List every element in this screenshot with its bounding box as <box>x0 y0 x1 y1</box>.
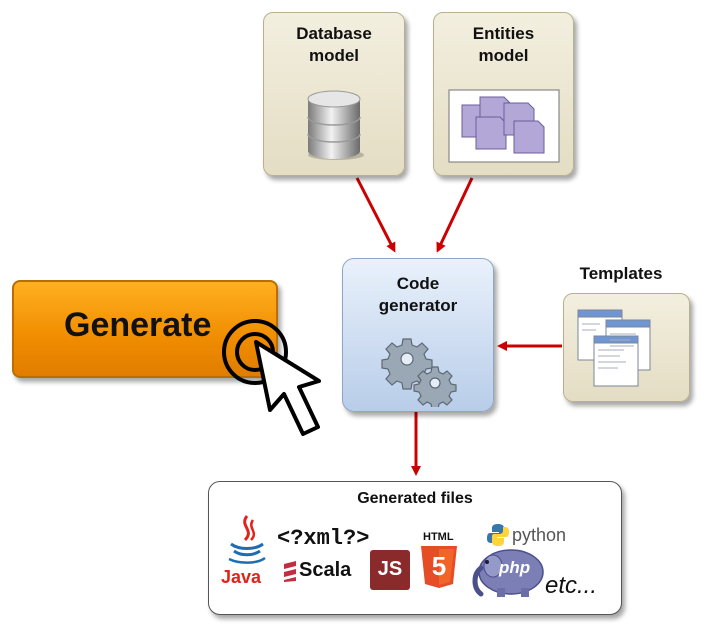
generated-files-title: Generated files <box>357 490 473 507</box>
generate-button-label: Generate <box>64 306 212 344</box>
database-icon <box>307 90 364 160</box>
templates-box <box>563 293 690 402</box>
python-logo-text: python <box>512 525 567 545</box>
generate-button[interactable]: Generate <box>12 280 278 378</box>
html5-digit: 5 <box>431 551 447 581</box>
code-generator-line2: generator <box>378 296 458 315</box>
gears-icon <box>381 338 457 407</box>
entities-model-line1: Entities <box>472 24 535 43</box>
php-elephant-icon <box>472 549 544 597</box>
generated-files-box: Generated files Java <?xml?> Scala JS HT… <box>208 481 622 615</box>
js-logo-text: JS <box>377 558 403 580</box>
templates-documents-icon <box>577 309 651 387</box>
database-model-line2: model <box>308 46 360 65</box>
code-generator-title: Code generator <box>343 273 493 317</box>
html-logo-text: HTML <box>423 531 454 543</box>
php-logo-text: php <box>499 558 531 577</box>
scala-logo-text: Scala <box>299 559 352 581</box>
python-icon <box>487 524 509 546</box>
entities-model-title: Entities model <box>434 23 573 67</box>
java-cup-icon <box>228 515 266 564</box>
code-generator-box: Code generator <box>342 258 494 412</box>
js-logo: JS <box>370 550 410 590</box>
database-model-title: Database model <box>264 23 404 67</box>
arrow-database-to-generator <box>355 177 396 253</box>
templates-label: Templates <box>579 264 663 283</box>
database-model-line1: Database <box>296 24 372 43</box>
entities-model-line2: model <box>478 46 529 65</box>
html5-shield-icon <box>421 546 457 588</box>
database-model-box: Database model <box>263 12 405 176</box>
entities-model-box: Entities model <box>433 12 574 176</box>
code-generator-line1: Code <box>396 274 440 293</box>
arrow-entities-to-generator <box>436 177 474 253</box>
scala-icon <box>284 561 296 582</box>
xml-logo-text: <?xml?> <box>277 526 370 551</box>
etc-text: etc... <box>545 572 598 599</box>
java-logo-text: Java <box>221 567 262 587</box>
entities-documents-icon <box>448 89 560 163</box>
